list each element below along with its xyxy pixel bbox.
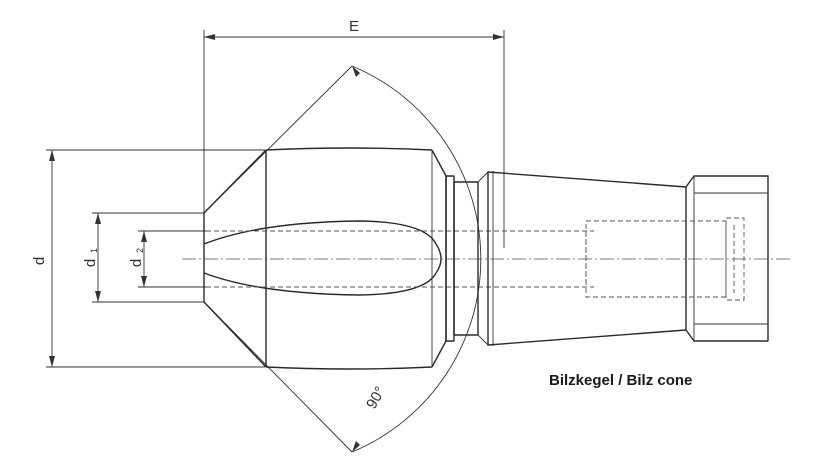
dimension-label-d2-main: d bbox=[128, 259, 145, 267]
body-right-taper bbox=[431, 149, 447, 368]
arrowhead-E-left bbox=[204, 34, 215, 40]
angle-arc bbox=[351, 65, 482, 453]
angle-label: 90° bbox=[363, 384, 389, 412]
angle-arrowhead-bottom bbox=[352, 441, 360, 452]
arrowhead-d-top bbox=[49, 150, 55, 161]
arrowhead-d2-bottom bbox=[141, 276, 147, 287]
chamfer-bottom bbox=[203, 301, 267, 368]
arrowhead-d1-top bbox=[95, 213, 101, 224]
arrowhead-d1-bottom bbox=[95, 291, 101, 302]
angle-arrowhead-top bbox=[352, 66, 360, 77]
body-bottom-edge bbox=[265, 366, 433, 370]
end-collar bbox=[685, 175, 769, 342]
bilz-cone-shank bbox=[487, 171, 687, 346]
dimension-label-d1-main: d bbox=[82, 259, 99, 267]
caption: Bilzkegel / Bilz cone bbox=[549, 372, 692, 389]
arrowhead-d2-top bbox=[141, 231, 147, 242]
dimension-label-d1: d 1 bbox=[82, 248, 99, 267]
dimension-label-E: E bbox=[349, 18, 359, 35]
arrowhead-d-bottom bbox=[49, 356, 55, 367]
flute-bottom bbox=[203, 272, 437, 296]
groove bbox=[453, 181, 479, 336]
groove-chamfer-bottom bbox=[477, 334, 489, 346]
dimension-label-d1-sub: 1 bbox=[89, 248, 99, 253]
arrowhead-E-right bbox=[493, 34, 504, 40]
dimension-label-d: d bbox=[31, 257, 48, 265]
chamfer-top bbox=[203, 149, 267, 214]
flute-end bbox=[435, 243, 442, 274]
groove-chamfer-top bbox=[477, 171, 489, 183]
neck-step bbox=[445, 175, 455, 342]
dimension-label-d2: d 2 bbox=[128, 248, 145, 267]
dimension-label-d2-sub: 2 bbox=[135, 248, 145, 253]
flute-top bbox=[203, 220, 437, 245]
bore-end-hidden bbox=[725, 217, 745, 301]
body-top-edge bbox=[265, 147, 433, 151]
